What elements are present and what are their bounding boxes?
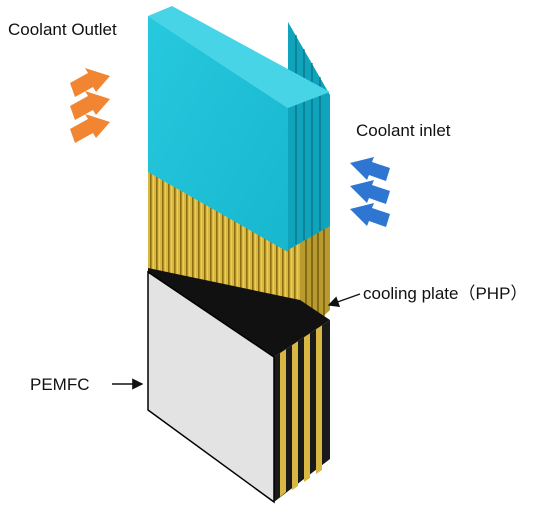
orange-flow-arrow-icon — [70, 91, 110, 120]
coolant-outlet-label: Coolant Outlet — [8, 20, 117, 39]
coolant-box-front — [148, 16, 288, 252]
blue-flow-arrow-icon — [350, 203, 390, 227]
blue-flow-arrow-icon — [350, 157, 390, 181]
coolant-inlet-label: Coolant inlet — [356, 121, 451, 140]
orange-flow-arrow-icon — [70, 114, 110, 143]
php-pointer-arrow-icon — [327, 293, 361, 308]
pemfc-front — [147, 270, 275, 504]
inlet-arrows — [350, 157, 390, 227]
coolant-box-top — [148, 6, 330, 108]
blue-flow-arrow-icon — [350, 180, 390, 204]
cooling-plate-label: cooling plate（PHP） — [363, 284, 528, 303]
coolant-box — [148, 6, 330, 252]
pemfc-label: PEMFC — [30, 375, 90, 394]
outlet-arrows — [70, 68, 110, 143]
coolant-box-side — [288, 22, 330, 250]
pemfc-block — [147, 268, 330, 504]
orange-flow-arrow-icon — [70, 68, 110, 97]
